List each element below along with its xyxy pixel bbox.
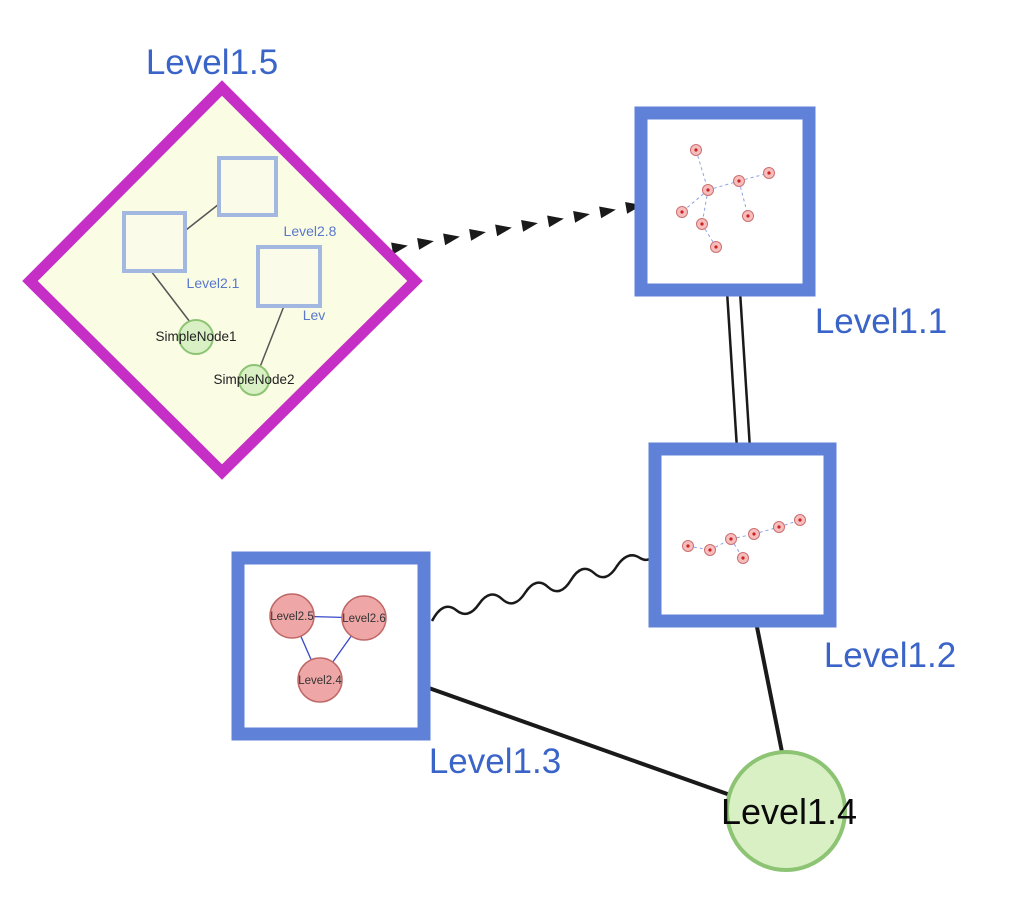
node-label-level12: Level1.2 <box>824 636 956 675</box>
level12-subgraph <box>682 514 806 564</box>
subnode-label-simplenode1: SimpleNode1 <box>155 329 236 344</box>
node-label-level14: Level1.4 <box>721 791 857 832</box>
level13-subgraph: Level2.5 Level2.6 Level2.4 <box>269 593 387 703</box>
edge-lev-simplenode2[interactable] <box>259 305 285 368</box>
node-level11-rect[interactable] <box>634 106 816 297</box>
subnode-level26[interactable] <box>341 595 387 641</box>
subgraph-node[interactable] <box>676 144 775 253</box>
subnode-label-lev: Lev <box>303 307 326 323</box>
node-label-level11: Level1.1 <box>815 302 947 341</box>
subnode-label-level25: Level2.5 <box>270 611 313 623</box>
subnode-label-simplenode2: SimpleNode2 <box>213 372 294 387</box>
subnode-simplenode2[interactable] <box>238 364 270 396</box>
subnode-rect-level28[interactable] <box>217 156 278 217</box>
edge-level21-simplenode1[interactable] <box>150 270 191 323</box>
node-label-level15: Level1.5 <box>146 43 278 82</box>
subnode-label-level21: Level2.1 <box>187 275 240 291</box>
subnode-label-level28: Level2.8 <box>284 223 337 239</box>
node-label-level13: Level1.3 <box>429 742 561 781</box>
node-level13-rect[interactable] <box>231 551 431 741</box>
node-level15-diamond[interactable] <box>22 80 423 480</box>
subnode-rect-lev[interactable] <box>256 245 322 308</box>
edge-level12-level14[interactable] <box>754 621 784 753</box>
node-level12-rect[interactable] <box>648 442 837 628</box>
edge-level13-level14[interactable] <box>425 685 734 798</box>
edge-level13-level12[interactable] <box>430 550 658 622</box>
edge-level28-level21[interactable] <box>185 203 220 231</box>
subnode-label-level26: Level2.6 <box>342 613 385 625</box>
subnode-level24[interactable] <box>297 657 343 703</box>
subnode-label-level24: Level2.4 <box>298 675 342 687</box>
node-level14-circle[interactable] <box>725 750 847 872</box>
edge-level11-level12[interactable] <box>725 290 752 450</box>
edge-level15-level11[interactable] <box>391 201 642 255</box>
subnode-level25[interactable] <box>269 593 315 639</box>
subnode-rect-level21[interactable] <box>122 211 187 273</box>
subnode-simplenode1[interactable] <box>178 319 214 355</box>
subgraph-node[interactable] <box>682 514 806 564</box>
level11-subgraph <box>676 144 775 253</box>
